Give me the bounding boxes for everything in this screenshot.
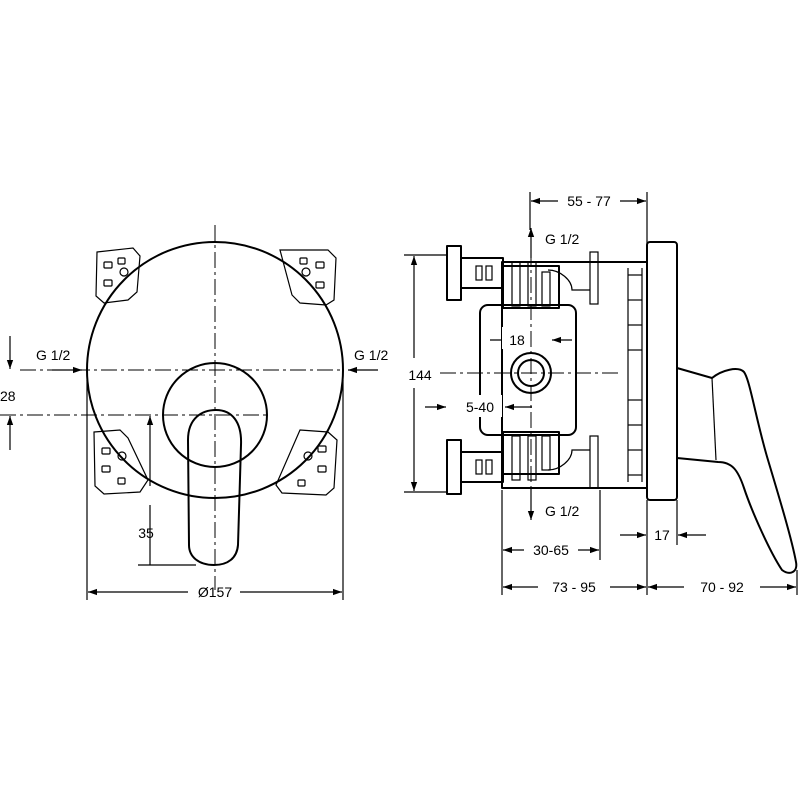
plate-dimension-label: 17: [654, 527, 670, 543]
depth-dimension-label: 55 - 77: [567, 193, 611, 209]
lever-reach-label: 70 - 92: [700, 579, 744, 595]
mounting-bracket-top-right: [279, 249, 337, 306]
diameter-dimension-label: Ø157: [198, 584, 232, 600]
bottom-outlet-label: G 1/2: [545, 503, 579, 519]
top-outlet-label: G 1/2: [545, 231, 579, 247]
body-dimension-label: 30-65: [533, 542, 569, 558]
mounting-bracket-bottom-left: [93, 429, 149, 495]
mounting-bracket-top-left: [95, 247, 141, 304]
port-dimension-label: 18: [509, 332, 525, 348]
top-flange: [446, 245, 599, 309]
lever-dimension-label: 35: [138, 525, 154, 541]
thread-ridges: [627, 268, 643, 482]
mounting-bracket-bottom-right: [275, 429, 338, 496]
range-dimension-label: 5-40: [466, 399, 494, 415]
lever-handle: [187, 409, 243, 566]
height-dimension-label: 144: [408, 367, 432, 383]
body-frame: [501, 261, 648, 489]
install-depth-label: 73 - 95: [552, 579, 596, 595]
bottom-flange: [446, 431, 599, 495]
front-view: G 1/2 G 1/2 28 35 Ø157: [0, 225, 388, 600]
inlet-left-label: G 1/2: [36, 347, 70, 363]
offset-dimension-label: 28: [0, 388, 16, 404]
inlet-right-label: G 1/2: [354, 347, 388, 363]
side-lever: [676, 367, 798, 574]
side-view: 55 - 77 G 1/2: [404, 192, 798, 595]
wall-plate: [646, 241, 678, 501]
